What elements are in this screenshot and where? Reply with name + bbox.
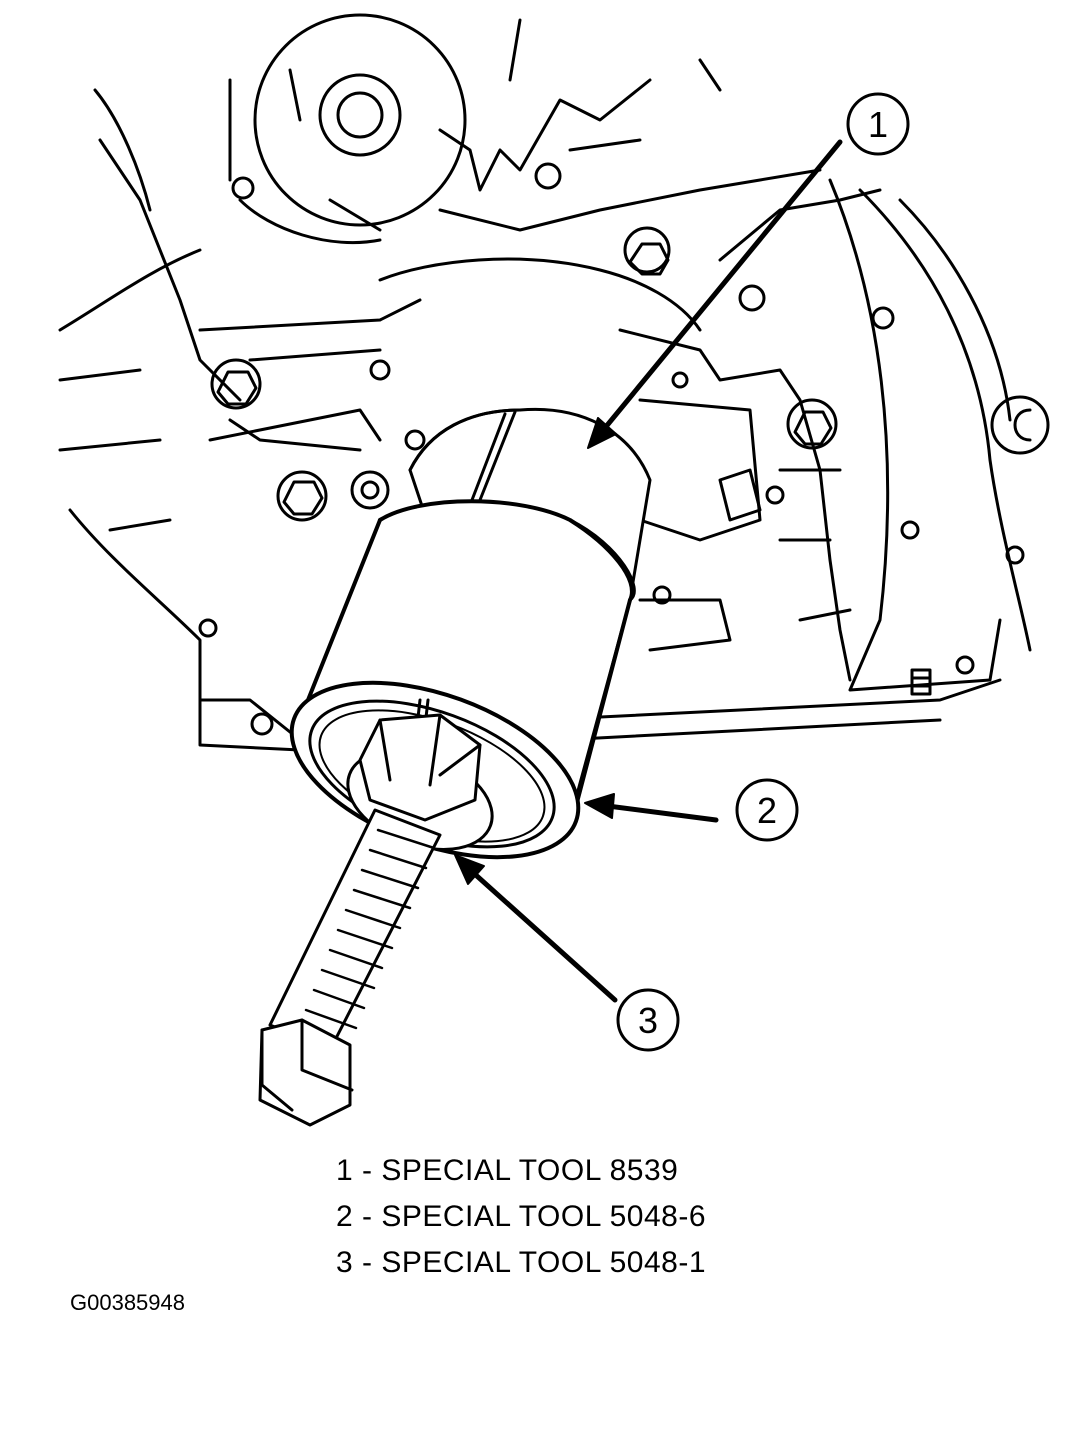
engine-tool-illustration: 1 2 3 (58, 13, 1050, 1127)
legend: 1 - SPECIAL TOOL 8539 2 - SPECIAL TOOL 5… (336, 1148, 706, 1286)
legend-item-text: SPECIAL TOOL 8539 (381, 1154, 679, 1187)
tool-5048-1-screw (258, 713, 494, 1127)
legend-item-text: SPECIAL TOOL 5048-6 (381, 1200, 707, 1233)
engine-block-drawing (58, 13, 1050, 752)
callout-3-arrowhead (454, 854, 485, 885)
callout-2-number: 2 (757, 790, 777, 831)
special-tool-assembly (258, 407, 652, 1127)
callout-1-leader (592, 139, 843, 443)
callout-3-number: 3 (638, 1000, 658, 1041)
callout-3: 3 (454, 854, 680, 1052)
legend-item-1: 1 - SPECIAL TOOL 8539 (336, 1154, 679, 1187)
figure-id: G00385948 (70, 1290, 185, 1315)
callout-1-circle (846, 92, 910, 156)
legend-item-number: 3 (336, 1246, 354, 1279)
legend-item-2: 2 - SPECIAL TOOL 5048-6 (336, 1200, 707, 1233)
callout-3-leader (465, 865, 618, 1003)
callout-2-circle (735, 778, 799, 842)
callout-3-circle (616, 988, 680, 1052)
callout-2-arrowhead (584, 793, 615, 819)
legend-item-3: 3 - SPECIAL TOOL 5048-1 (336, 1246, 707, 1279)
callout-1: 1 (587, 92, 910, 449)
callout-1-arrowhead (587, 417, 617, 449)
callout-2-leader (597, 802, 719, 823)
legend-item-number: 1 (336, 1154, 354, 1187)
legend-item-text: SPECIAL TOOL 5048-1 (381, 1246, 707, 1279)
callout-1-number: 1 (868, 104, 888, 145)
callout-2: 2 (584, 778, 799, 842)
legend-item-number: 2 (336, 1200, 354, 1233)
